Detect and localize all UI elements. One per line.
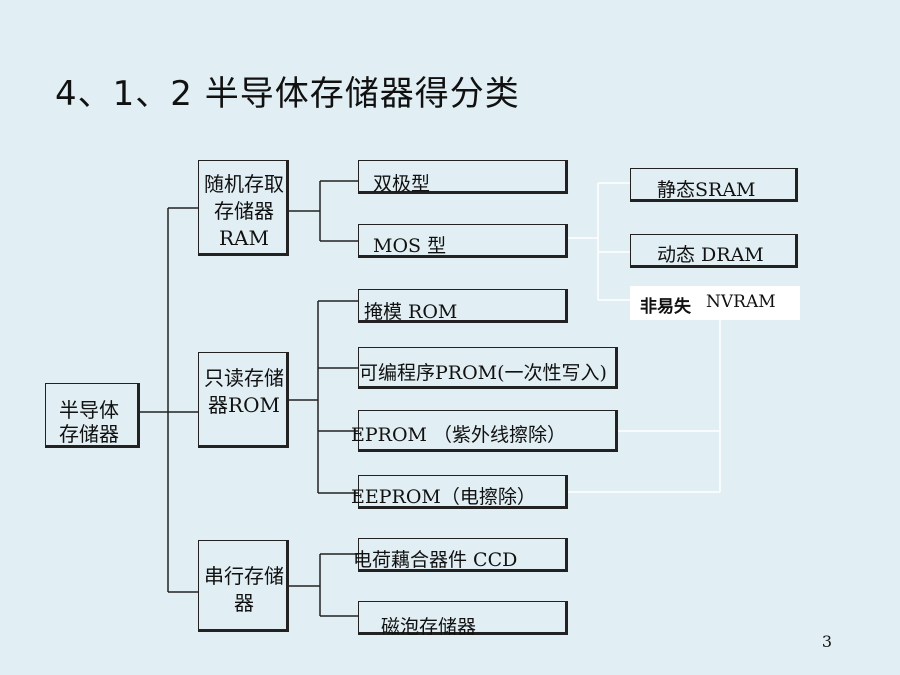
serial-child-ccd: 电荷藕合器件 CCD [353, 538, 568, 572]
ram-child-bipolar: 双极型 [358, 160, 568, 195]
ram-child-mos: MOS 型 [358, 224, 568, 258]
nvram-label: 非易失 NVRAM [630, 286, 800, 320]
slide-title: 4、1、2 半导体存储器得分类 [55, 74, 520, 114]
serial-label: 串行存储器 [204, 564, 284, 615]
rom-child-eeprom: EEPROM（电擦除） [351, 475, 568, 509]
root-label: 半导体存储器 [59, 398, 119, 446]
ram-label: 随机存取存储器RAM [204, 172, 284, 250]
rom-child-eprom: EPROM （紫外线擦除） [351, 410, 618, 452]
root-box: 半导体存储器 [45, 383, 140, 448]
mos-child-dram: 动态 DRAM [630, 234, 798, 268]
serial-child-bubble: 磁泡存储器 [358, 601, 568, 638]
mos-child-sram: 静态SRAM [630, 168, 798, 202]
page-number: 3 [821, 632, 832, 651]
rom-child-mask: 掩模 ROM [358, 289, 568, 323]
rom-child-prom: 可编程序PROM(一次性写入) [358, 347, 618, 389]
serial-box: 串行存储器 [198, 540, 289, 632]
rom-box: 只读存储器ROM [198, 352, 289, 448]
ram-box: 随机存取存储器RAM [198, 160, 289, 256]
rom-label: 只读存储器ROM [204, 366, 284, 417]
